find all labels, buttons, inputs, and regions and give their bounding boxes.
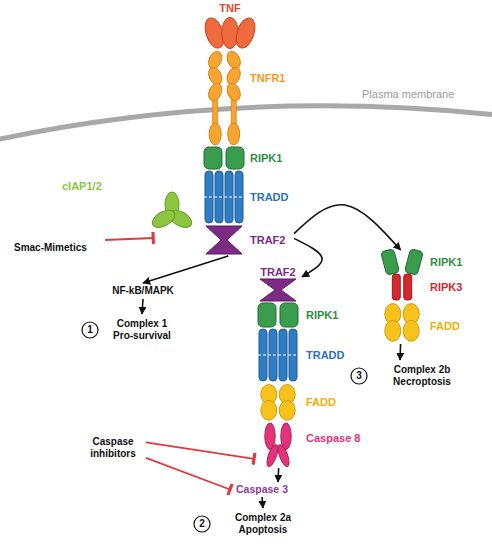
protein-node: TRADD	[200, 170, 294, 224]
activation-arrow	[294, 205, 401, 250]
protein-label: Caspase 3	[230, 483, 294, 495]
node-outline	[254, 302, 354, 328]
outcome-label: Complex 2a Apoptosis	[228, 512, 298, 536]
ciap-lobe	[149, 207, 177, 232]
drug-node: Caspase inhibitors	[80, 434, 146, 462]
pathway-label: NF-kB/MAPK	[98, 285, 188, 297]
activation-arrow	[142, 299, 143, 314]
protein-label: TRADD	[250, 191, 294, 203]
protein-label: FADD	[430, 320, 472, 332]
membrane-label: Plasma membrane	[362, 88, 472, 100]
protein-label: TRAF2	[254, 266, 302, 278]
traf2-shape	[260, 279, 296, 301]
ligand-subunit	[222, 17, 239, 48]
protein-label: Caspase 8	[306, 432, 366, 444]
drug-node: Smac-Mimetics	[14, 240, 110, 256]
outcome-node: 1 Complex 1 Pro-survival	[76, 314, 186, 346]
outcome-node: 2 Complex 2a Apoptosis	[188, 508, 308, 540]
fadd-shape	[279, 400, 295, 420]
node-outline	[254, 422, 366, 468]
number-circle	[194, 516, 210, 532]
receptor-domain	[206, 81, 224, 102]
protein-node: RIPK1	[200, 146, 294, 170]
pathway-node: NF-kB/MAPK	[98, 283, 188, 299]
protein-label: FADD	[306, 396, 350, 408]
ripk1-shape	[226, 147, 244, 169]
domain-divider	[204, 196, 244, 197]
activation-arrow	[143, 256, 228, 283]
ripk1-shape	[280, 303, 298, 327]
outcome-label: Complex 2b Necroptosis	[379, 364, 465, 388]
ripk1-shape	[404, 249, 423, 276]
protein-node: TRAF2	[200, 224, 294, 256]
ligand-subunit	[233, 16, 258, 51]
ripk1-shape	[258, 303, 276, 327]
outcome-label: Complex 1 Pro-survival	[106, 318, 178, 342]
activation-arrow	[294, 238, 322, 276]
receptor-domain	[224, 81, 242, 102]
caspase8-shape	[276, 443, 291, 467]
protein-label: RIPK1	[430, 256, 472, 268]
number-circle	[82, 322, 98, 338]
inhibition-line	[146, 458, 230, 490]
protein-label: TNFR1	[250, 72, 292, 84]
node-outline	[200, 50, 292, 146]
protein-label: RIPK1	[306, 309, 352, 321]
ripk1-shape	[204, 147, 222, 169]
protein-node: Caspase 8	[254, 422, 366, 468]
protein-label: RIPK1	[250, 152, 294, 164]
protein-node: RIPK3	[378, 274, 472, 300]
protein-node: Caspase 3	[230, 482, 294, 497]
protein-node: RIPK1	[378, 250, 472, 274]
protein-node: FADD	[378, 300, 472, 344]
activation-arrow	[262, 497, 263, 508]
protein-label: TRAF2	[250, 234, 294, 246]
protein-node: FADD	[254, 382, 350, 422]
outcome-node: 3 Complex 2b Necroptosis	[345, 360, 485, 392]
protein-label: cIAP1/2	[62, 180, 118, 192]
inhibition-line	[105, 238, 153, 240]
domain-divider	[258, 354, 298, 355]
death-domain	[228, 123, 240, 145]
inhibition-line	[146, 442, 254, 458]
ripk1-shape	[381, 249, 400, 276]
drug-label: Caspase inhibitors	[80, 436, 146, 460]
connectors	[105, 205, 400, 508]
death-domain	[209, 123, 221, 145]
fadd-shape	[403, 320, 419, 341]
protein-label: TRADD	[306, 349, 352, 361]
callout-number: 2	[194, 518, 210, 530]
drug-label: Smac-Mimetics	[14, 242, 110, 254]
activation-arrow	[277, 468, 279, 482]
protein-label: TNF	[202, 2, 258, 14]
traf2-shape	[206, 226, 242, 254]
ligand-node: TNF	[202, 2, 258, 52]
callout-number: 1	[82, 324, 98, 336]
ripk3-shape	[404, 274, 412, 300]
protein-label: RIPK3	[430, 281, 472, 293]
callout-number: 3	[351, 370, 367, 382]
plasma-membrane	[0, 106, 492, 140]
receptor-node: TNFR1	[200, 50, 292, 146]
ripk3-shape	[392, 274, 400, 300]
protein-node: cIAP1/2	[58, 176, 198, 238]
caspase8-shape	[265, 443, 280, 467]
protein-node: RIPK1	[254, 302, 354, 328]
fadd-shape	[385, 320, 401, 341]
protein-node: TRADD	[254, 328, 354, 382]
activation-arrow	[399, 344, 401, 360]
number-circle	[351, 368, 367, 384]
protein-node: TRAF2	[254, 266, 302, 302]
fadd-shape	[261, 400, 277, 420]
